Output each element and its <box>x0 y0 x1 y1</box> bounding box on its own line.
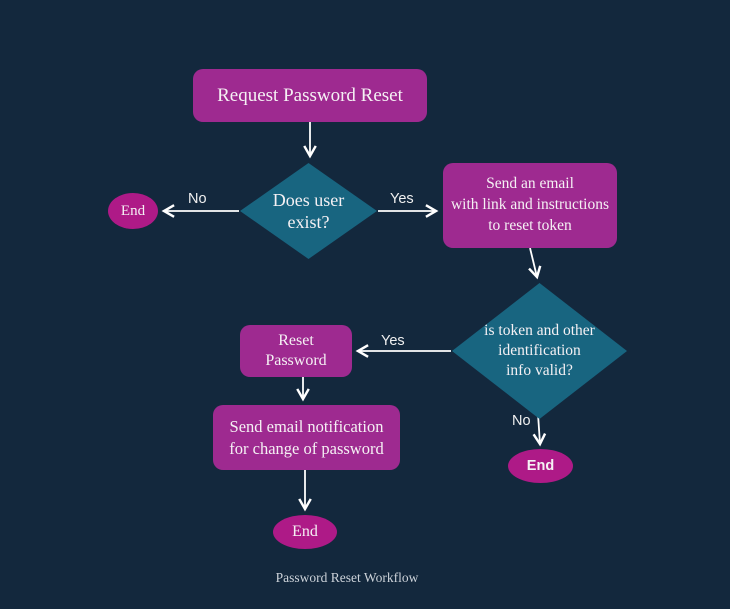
node-send-reset-email: Send an email with link and instructions… <box>443 163 617 248</box>
diagram-title: Password Reset Workflow <box>275 570 419 585</box>
node-reset-password: Reset Password <box>240 325 352 377</box>
node-end-terminal-left: End <box>108 193 158 229</box>
edge-label-no-left: No <box>188 191 207 207</box>
node-token-valid-decision: is token and other identification info v… <box>452 283 627 419</box>
node-send-email-notification: Send email notification for change of pa… <box>213 405 400 470</box>
edge-label-yes-reset: Yes <box>381 333 405 349</box>
arrow-send-email-to-token-valid <box>528 247 542 280</box>
node-request-password-reset: Request Password Reset <box>193 69 427 122</box>
edge-label-yes-right: Yes <box>390 191 414 207</box>
edge-label-no-down: No <box>512 413 531 429</box>
node-does-user-exist-decision: Does user exist? <box>240 163 377 259</box>
node-end-terminal-right: End <box>508 449 573 483</box>
node-end-terminal-bottom: End <box>273 515 337 549</box>
